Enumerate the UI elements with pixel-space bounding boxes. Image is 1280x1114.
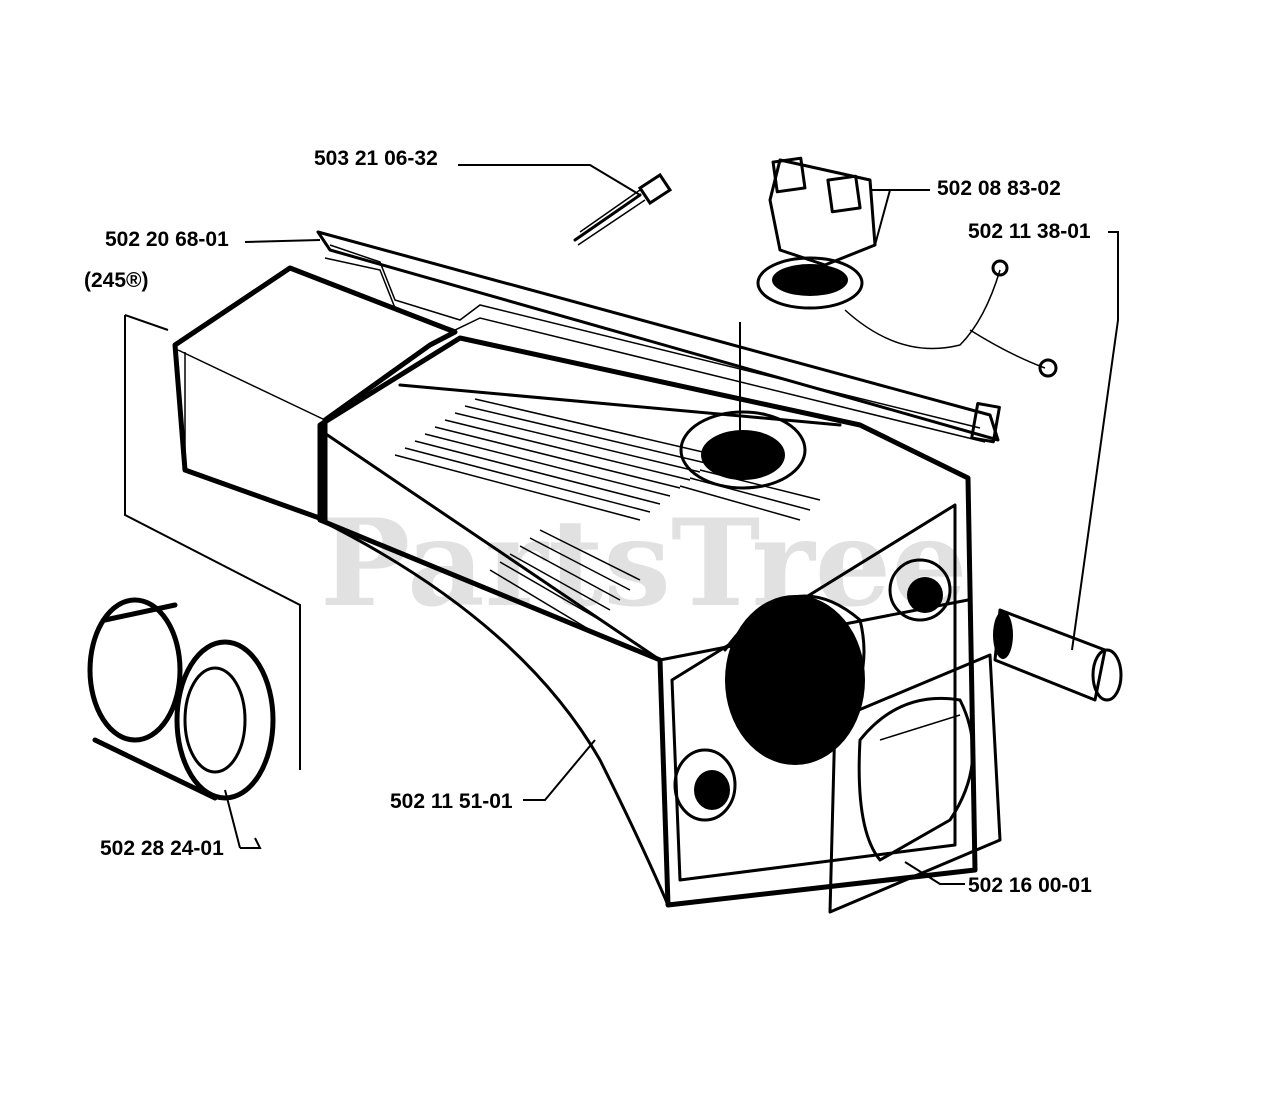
- bracket-part[interactable]: [316, 230, 1001, 444]
- label-ring: 502 28 24-01: [100, 837, 224, 860]
- rear-filter-box[interactable]: [172, 265, 458, 523]
- filter-insert[interactable]: [993, 608, 1123, 702]
- housing-body[interactable]: [317, 335, 978, 908]
- end-plate[interactable]: [828, 653, 1002, 914]
- label-plate: 502 16 00-01: [968, 874, 1092, 897]
- leader-lines: [124, 164, 1119, 885]
- cap-part[interactable]: [756, 156, 1058, 378]
- watermark: PartsTree: [320, 493, 967, 634]
- ring-part[interactable]: [87, 597, 276, 801]
- label-bracket: 502 20 68-01: [105, 228, 229, 251]
- label-variant: (245®): [84, 269, 149, 292]
- label-tether: 502 11 38-01: [968, 220, 1091, 243]
- label-bolt: 503 21 06-32: [314, 147, 438, 170]
- label-housing: 502 11 51-01: [390, 790, 513, 813]
- label-cap: 502 08 83-02: [937, 177, 1061, 200]
- bolt-part[interactable]: [573, 172, 673, 246]
